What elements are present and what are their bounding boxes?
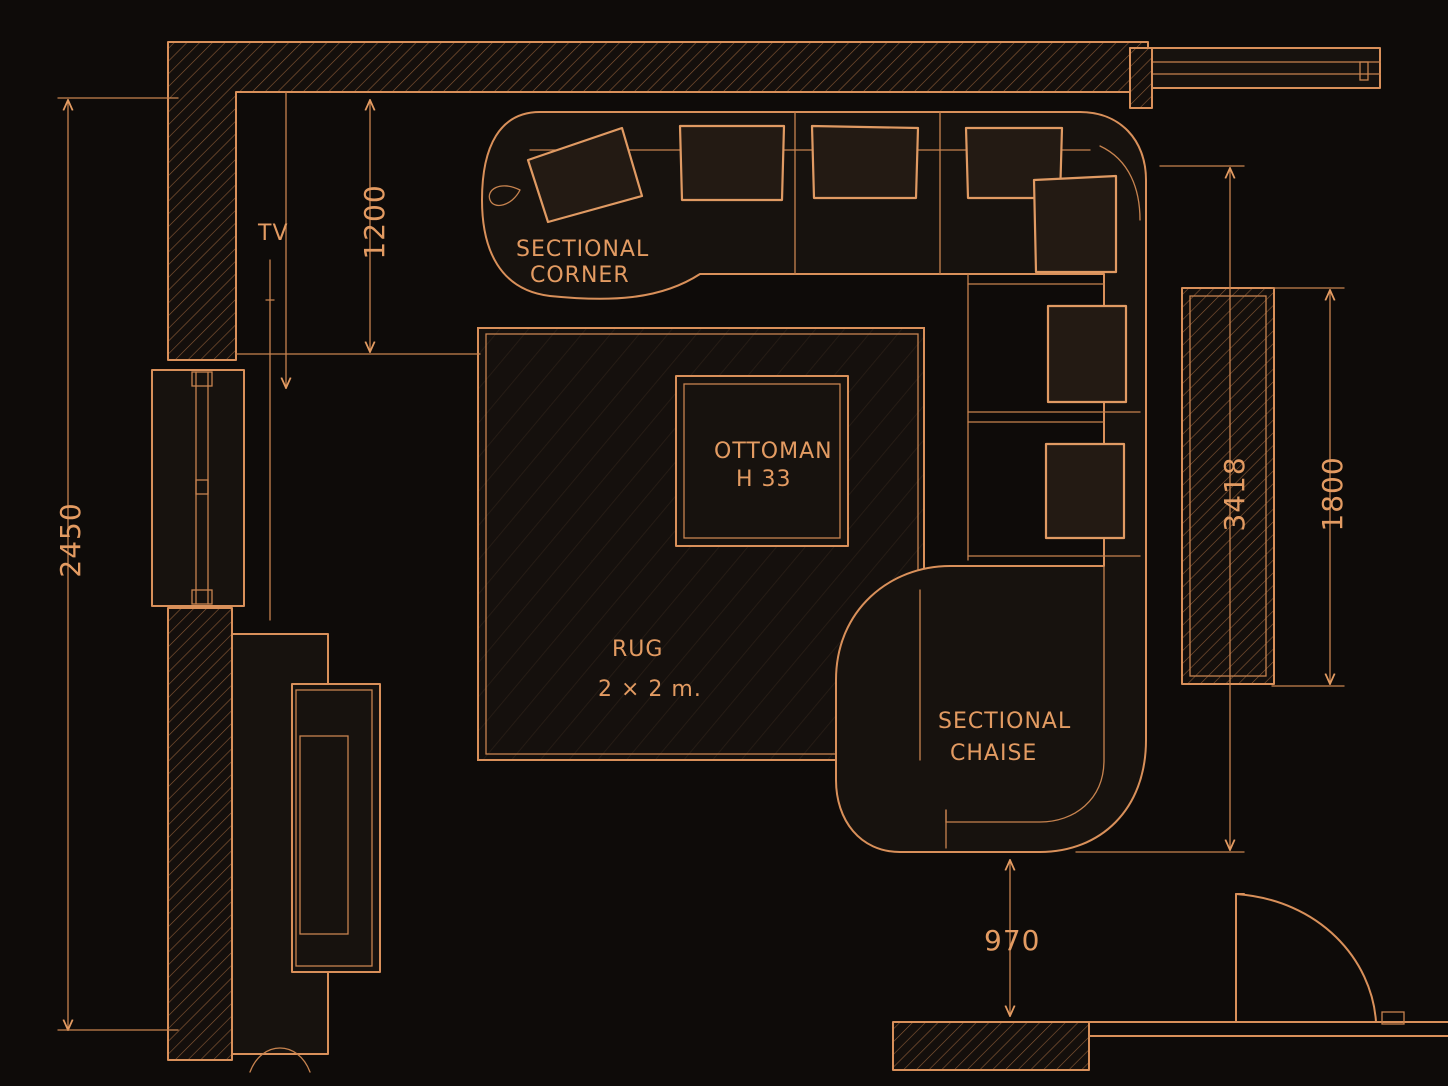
dim-3418: 3418 (1218, 456, 1251, 531)
pillow-6 (1046, 304, 1128, 404)
pillow-7 (1044, 442, 1126, 540)
bottom-wall (892, 1021, 1090, 1071)
pillows (526, 124, 1128, 540)
pillow-3 (810, 124, 920, 200)
ottoman (675, 375, 849, 547)
sectional-chaise-label-1: SECTIONAL (938, 709, 1071, 734)
sectional-corner-label-1: SECTIONAL (516, 237, 649, 262)
left-wall-window (151, 369, 245, 607)
ottoman-label-1: OTTOMAN (714, 439, 833, 464)
tv-label: TV (257, 221, 289, 246)
dim-1200: 1200 (358, 184, 391, 259)
labels: TV SECTIONAL CORNER OTTOMAN H 33 RUG 2 ×… (54, 184, 1349, 957)
pillow-1 (526, 126, 644, 224)
pillow-2 (678, 124, 786, 202)
rug-label-2: 2 × 2 m. (598, 677, 702, 702)
pillow-5 (1032, 174, 1118, 274)
ottoman-label-2: H 33 (736, 467, 792, 492)
dimension-lines (57, 97, 1345, 1030)
door-swing (1235, 893, 1377, 1023)
dim-970: 970 (984, 924, 1040, 957)
dim-1800: 1800 (1316, 456, 1349, 531)
fireplace-insert (291, 683, 381, 973)
tv-marker (265, 91, 286, 621)
sectional-corner-label-2: CORNER (530, 263, 630, 288)
sectional-chaise-label-2: CHAISE (950, 741, 1037, 766)
left-lower-wall (167, 607, 233, 1061)
dim-2450: 2450 (54, 502, 87, 577)
top-wall (167, 41, 1149, 361)
sectional-corner-outline (481, 111, 1147, 853)
top-right-window (1129, 47, 1381, 89)
walls (151, 41, 1448, 1073)
rug-label-1: RUG (612, 637, 663, 662)
